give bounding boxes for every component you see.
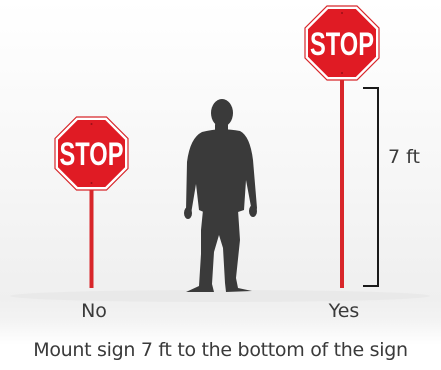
sign-right: STOP (305, 6, 379, 288)
person-silhouette-icon (184, 99, 257, 292)
sign-right-post (340, 80, 344, 288)
caption: Mount sign 7 ft to the bottom of the sig… (0, 339, 441, 361)
sign-left-post (90, 188, 94, 288)
sign-right-bolt-bottom (341, 72, 343, 74)
sign-right-bolt-top (341, 12, 343, 14)
height-bracket (363, 88, 378, 286)
sign-left-bolt-bottom (91, 182, 93, 184)
height-label: 7 ft (388, 146, 420, 168)
sign-right-text: STOP (310, 26, 374, 62)
sign-left-text: STOP (60, 136, 124, 172)
label-correct: Yes (318, 300, 370, 322)
label-incorrect: No (74, 300, 114, 322)
sign-left-bolt-top (91, 123, 93, 125)
sign-left: STOP (55, 117, 128, 288)
